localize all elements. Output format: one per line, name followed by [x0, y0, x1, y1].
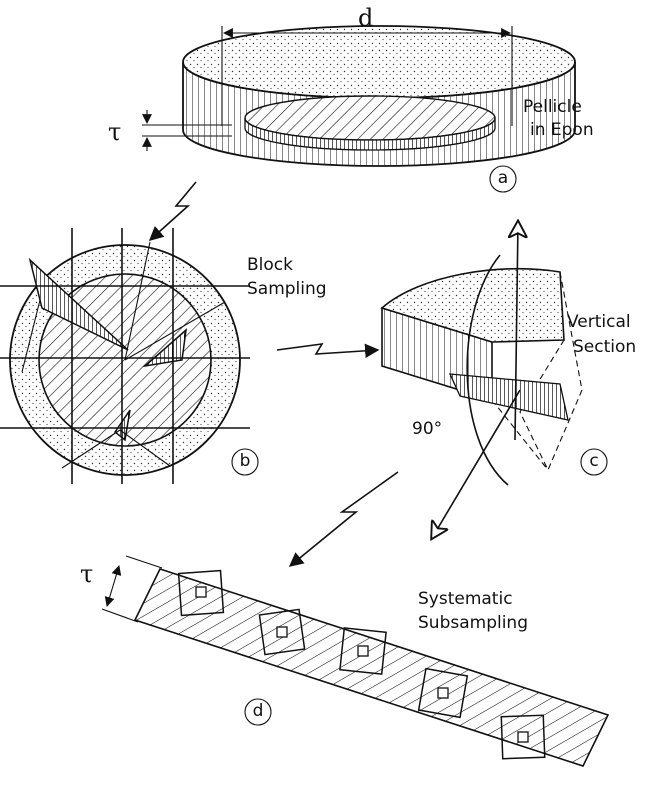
systematic-label-line1: Systematic [418, 589, 513, 609]
arrow-a-to-b [148, 181, 197, 241]
sample-frame [500, 714, 546, 760]
sample-frame [258, 608, 306, 656]
section-pellicle-layer [448, 373, 569, 421]
block-label-line2: Sampling [247, 279, 327, 299]
angle-label: 90° [412, 419, 442, 439]
sample-frame [417, 667, 469, 719]
pellicle-label-line2: in Epon [530, 120, 594, 140]
wedge-left [28, 257, 129, 351]
panel-d-systematic-subsampling: τ Systematic Subsampling d [80, 555, 610, 767]
d-label: d [358, 4, 373, 32]
panel-a-marker: a [498, 168, 508, 188]
panel-a-pellicle-block: d τ Pellicle in Epon a [108, 4, 594, 193]
section-block-top [380, 267, 565, 343]
pellicle-edge [244, 117, 496, 151]
vertical-axis [515, 222, 518, 441]
vertical-label-line1: Vertical [567, 312, 631, 332]
pellicle-label-line1: Pellicle [523, 97, 582, 117]
rotated-vector [432, 389, 521, 538]
sample-frame [177, 569, 225, 617]
vertical-label-line2: Section [573, 337, 636, 357]
panel-c-marker: c [589, 451, 598, 471]
panel-b-marker: b [240, 451, 251, 471]
cylinder-top [182, 25, 576, 99]
panel-c-vertical-section: 90° Vertical Section c [380, 222, 636, 538]
systematic-label-line2: Subsampling [418, 613, 528, 633]
tau-label-d: τ [80, 560, 93, 588]
panel-d-marker: d [253, 701, 264, 721]
section-strip [133, 568, 610, 767]
sample-frame [339, 627, 387, 675]
rotation-arc [466, 254, 509, 486]
wedge-right [142, 328, 188, 368]
tau-label-a: τ [108, 118, 121, 146]
block-label-line1: Block [247, 255, 293, 275]
panel-b-block-sampling: Block Sampling b [0, 228, 327, 484]
arrow-c-to-d [288, 471, 399, 567]
arrow-b-to-c [276, 342, 380, 359]
